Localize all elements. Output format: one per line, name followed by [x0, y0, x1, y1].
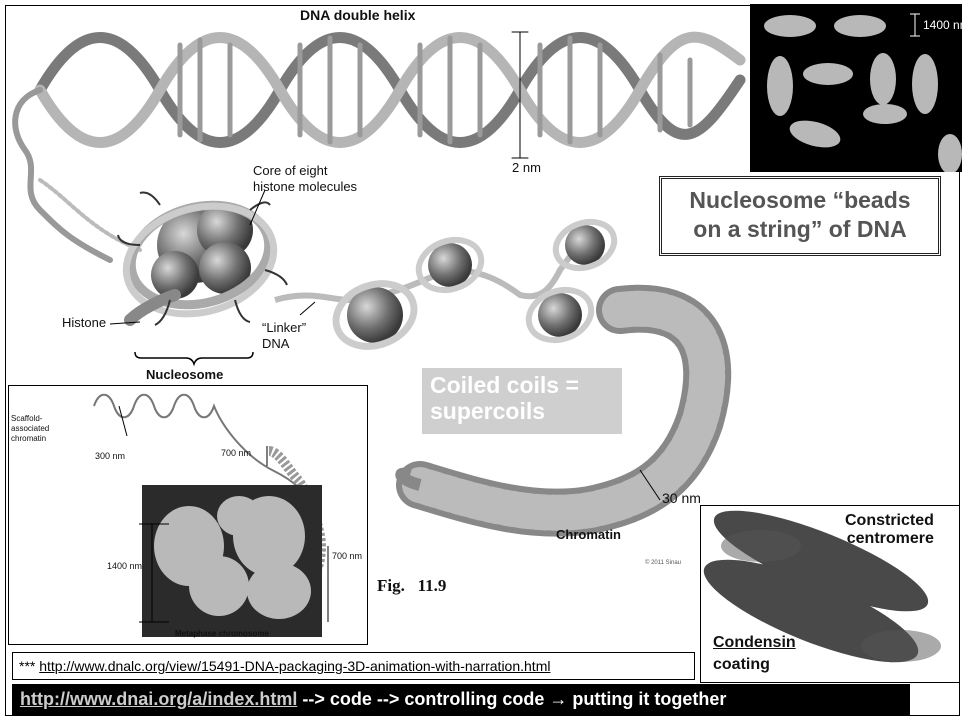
label-1400nm: 1400 nm: [107, 561, 142, 571]
copyright-text: © 2011 Sinau: [645, 560, 681, 566]
label-nucleosome: Nucleosome: [146, 367, 223, 382]
link-stars: ***: [19, 658, 39, 674]
bottom-bar-trail: --> code --> controlling code → putting …: [297, 689, 726, 709]
coating-label: coating: [713, 656, 770, 674]
label-histone: Histone: [62, 315, 106, 330]
label-30nm: 30 nm: [662, 490, 701, 506]
scaffold-label: Scaffold- associated chromatin: [11, 414, 49, 444]
condensin-label: Condensin: [713, 634, 796, 652]
constricted-centromere-label: Constricted centromere: [845, 512, 934, 548]
label-2nm: 2 nm: [512, 160, 541, 175]
nucleosome-bead-3: [412, 232, 489, 299]
supercoils-callout: Coiled coils = supercoils: [422, 368, 622, 434]
metaphase-chromosome-illustration: [9, 386, 368, 645]
em-chromosome-photo: 1400 nm: [750, 4, 962, 172]
label-300nm: 300 nm: [95, 451, 125, 461]
label-chromatin: Chromatin: [556, 527, 621, 542]
metaphase-caption: Metaphase chromosome: [175, 629, 269, 638]
condensed-chromosome-photo: Constricted centromere Condensin coating: [700, 505, 960, 683]
label-700nm-side: 700 nm: [332, 551, 362, 561]
beads-on-string-text: Nucleosome “beads on a string” of DNA: [689, 187, 910, 242]
animation-link-box: *** http://www.dnalc.org/view/15491-DNA-…: [12, 652, 695, 680]
label-core-histones: Core of eight histone molecules: [253, 163, 357, 195]
nucleosome-core: [114, 190, 287, 329]
label-700nm-top: 700 nm: [221, 448, 251, 458]
beads-on-string-callout: Nucleosome “beads on a string” of DNA: [659, 176, 941, 256]
figure-number: Fig. 11.9: [377, 576, 446, 596]
bottom-navigation-bar: http://www.dnai.org/a/index.html --> cod…: [12, 684, 910, 716]
double-helix: [15, 32, 740, 260]
dnalc-animation-link[interactable]: http://www.dnalc.org/view/15491-DNA-pack…: [39, 658, 550, 674]
dnai-link[interactable]: http://www.dnai.org/a/index.html: [20, 689, 297, 709]
supercoils-text: Coiled coils = supercoils: [430, 372, 579, 424]
label-linker-dna: “Linker” DNA: [262, 320, 306, 352]
em-scale-label: 1400 nm: [923, 18, 962, 32]
nucleosome-bead-4: [522, 282, 599, 349]
metaphase-chromosome-inset: Scaffold- associated chromatin 300 nm 70…: [8, 385, 368, 645]
